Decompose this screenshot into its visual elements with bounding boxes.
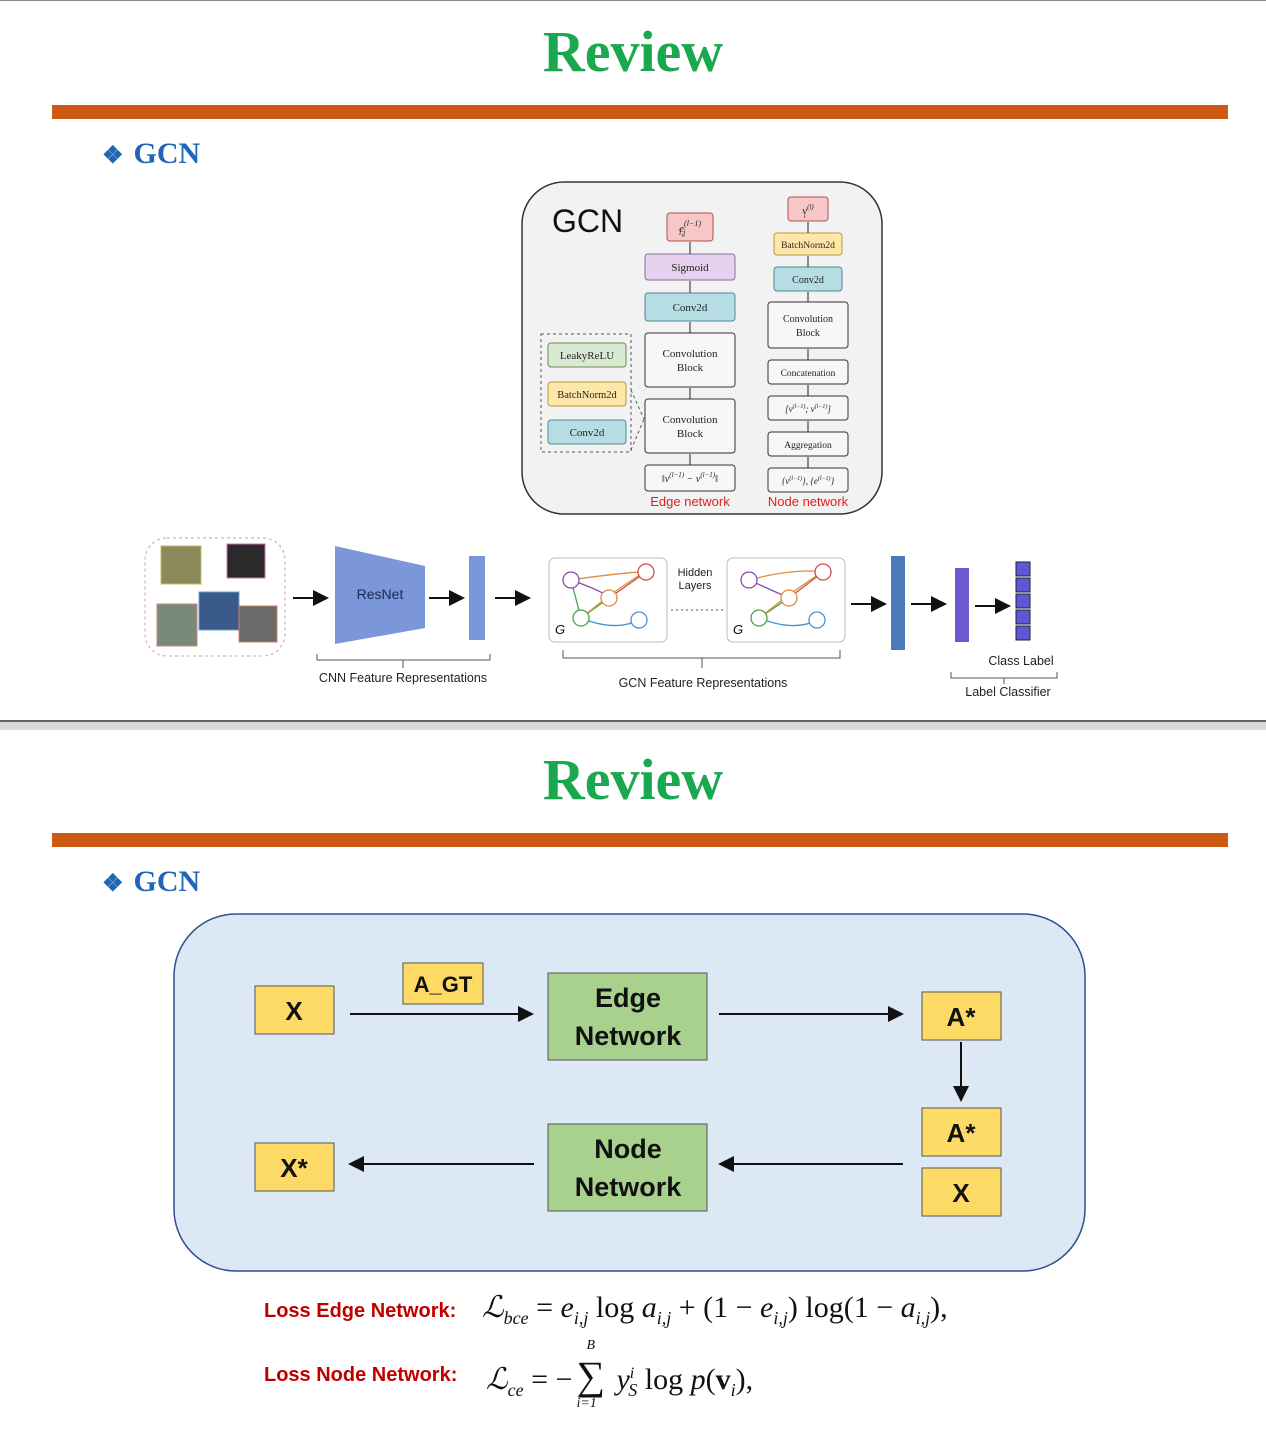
node-conv2d-label: Conv2d (792, 275, 824, 286)
edge-network-caption: Edge network (650, 494, 730, 509)
cnn-feature-vector (469, 556, 485, 640)
graph-2-label: G (733, 622, 743, 637)
input-image-2 (226, 543, 266, 579)
label-classifier-caption: Label Classifier (965, 685, 1050, 699)
bullet-text: GCN (133, 865, 201, 898)
input-image-1 (160, 545, 202, 585)
resnet-label: ResNet (357, 586, 404, 602)
cnn-brace (316, 654, 491, 668)
gcn-brace (562, 650, 841, 668)
slide-1-bullet: ❖ GCN (102, 137, 200, 171)
node-network-label-1: Node (594, 1134, 662, 1164)
class-label-cells (1015, 561, 1031, 641)
node-convblock-box (767, 301, 849, 349)
graph-1-label: G (555, 622, 565, 637)
node-network-caption: Node network (768, 494, 849, 509)
detail-conv2d (547, 419, 627, 445)
loss-edge-formula: ℒbce = ei,j log ai,j + (1 − ei,j) log(1 … (482, 1291, 948, 1328)
x-star-box (254, 1142, 335, 1192)
detail-connector (630, 389, 645, 451)
slide-1-title: Review (542, 19, 724, 84)
a-star-box-1 (921, 991, 1002, 1041)
detail-leakyrelu-label: LeakyReLU (560, 350, 614, 362)
node-network-label-2: Network (575, 1172, 683, 1202)
gcn-caption: GCN Feature Representations (619, 676, 788, 690)
classifier-brace (950, 672, 1058, 684)
edge-network-box (547, 972, 708, 1061)
node-batchnorm-label: BatchNorm2d (781, 241, 835, 251)
node-concat-label: Concatenation (781, 369, 836, 379)
slide-1: Review ❖ GCN GCN LeakyReLU BatchNorm2d Co… (0, 0, 1266, 722)
resnet-block (335, 546, 425, 644)
slide-2: Review ❖ GCN X A_GT Edge Network A* A* X … (0, 730, 1266, 1446)
input-image-5 (238, 605, 278, 643)
edge-network-label-2: Network (575, 1021, 683, 1051)
a-star-label-1: A* (947, 1002, 977, 1032)
x-star-label: X* (280, 1153, 308, 1183)
detail-leakyrelu (547, 342, 627, 368)
edge-conv2d-label: Conv2d (673, 302, 708, 314)
gcn-architecture-panel: GCN LeakyReLU BatchNorm2d Conv2d e(l−1)i… (521, 181, 883, 515)
slide-1-title-bar (52, 105, 1228, 119)
input-image-3 (156, 603, 198, 647)
x-right-label: X (952, 1178, 970, 1208)
node-input-label: {v(l−1)}, {e(l−1)} (782, 475, 835, 486)
panel-heading: GCN (552, 203, 623, 239)
x-input-label: X (285, 996, 303, 1026)
x-right-box (921, 1167, 1002, 1217)
loss-node-label: Loss Node Network: (264, 1364, 458, 1386)
edge-convblock-1 (644, 332, 736, 388)
diamond-bullet-icon: ❖ (102, 871, 124, 897)
node-output-box (787, 196, 829, 222)
conv-block-detail-frame (540, 333, 632, 453)
detail-conv2d-label: Conv2d (570, 427, 605, 439)
edge-convblock-2 (644, 398, 736, 454)
gcn-pipeline-figure: ResNet CNN Feature Representations G Hid… (144, 537, 1058, 699)
slide-2-title: Review (542, 747, 724, 812)
cnn-caption: CNN Feature Representations (319, 671, 487, 685)
bullet-text: GCN (133, 137, 201, 170)
top-border (0, 0, 1266, 1)
gcn-feature-vector (891, 556, 905, 650)
node-network-box (547, 1123, 708, 1212)
slide-2-title-bar (52, 833, 1228, 847)
edge-node-flow-diagram: X A_GT Edge Network A* A* X Node Network… (173, 913, 1086, 1272)
detail-batchnorm (547, 381, 627, 407)
edge-network-label-1: Edge (595, 983, 661, 1013)
classifier-vector (955, 568, 969, 642)
diagram-panel (173, 913, 1086, 1272)
x-input-box (254, 985, 335, 1035)
graph-2-nodes (740, 563, 832, 629)
class-label-caption: Class Label (988, 654, 1053, 668)
detail-batchnorm-label: BatchNorm2d (557, 390, 617, 401)
edge-sigmoid-label: Sigmoid (671, 262, 709, 274)
edge-output-box (666, 212, 714, 242)
slide-2-bullet: ❖ GCN (102, 865, 200, 899)
graph-1-nodes (562, 563, 655, 629)
a-star-label-2: A* (947, 1118, 977, 1148)
a-star-box-2 (921, 1107, 1002, 1157)
a-gt-label: A_GT (414, 972, 473, 997)
loss-edge-label: Loss Edge Network: (264, 1300, 457, 1322)
diamond-bullet-icon: ❖ (102, 143, 124, 169)
input-image-4 (198, 591, 240, 631)
node-aggregation-label: Aggregation (784, 441, 832, 451)
node-pair-label: [v(l−1); v(l−1)] (785, 403, 831, 414)
a-gt-box (402, 962, 484, 1005)
